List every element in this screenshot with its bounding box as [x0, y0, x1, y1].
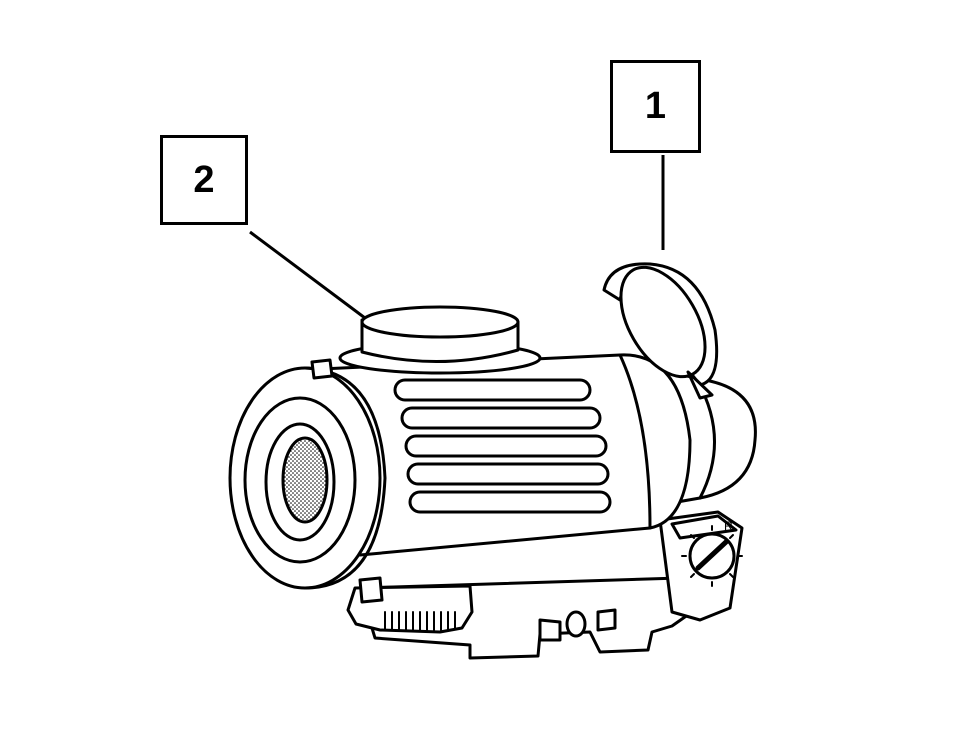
- battery-cap: [338, 305, 542, 375]
- callout-box-2: 2: [160, 135, 248, 225]
- leader-line-2: [249, 230, 366, 320]
- callout-label-2: 2: [193, 158, 215, 201]
- callout-label-1: 1: [644, 85, 667, 127]
- windage-turret-housing: [658, 510, 744, 622]
- elevation-knob: [346, 576, 474, 634]
- flip-lens-cap: [602, 262, 719, 400]
- turret-mark-label: R: [724, 519, 733, 533]
- callout-box-1: 1: [610, 60, 701, 153]
- front-objective: [228, 358, 387, 590]
- body-ribs: [393, 378, 612, 514]
